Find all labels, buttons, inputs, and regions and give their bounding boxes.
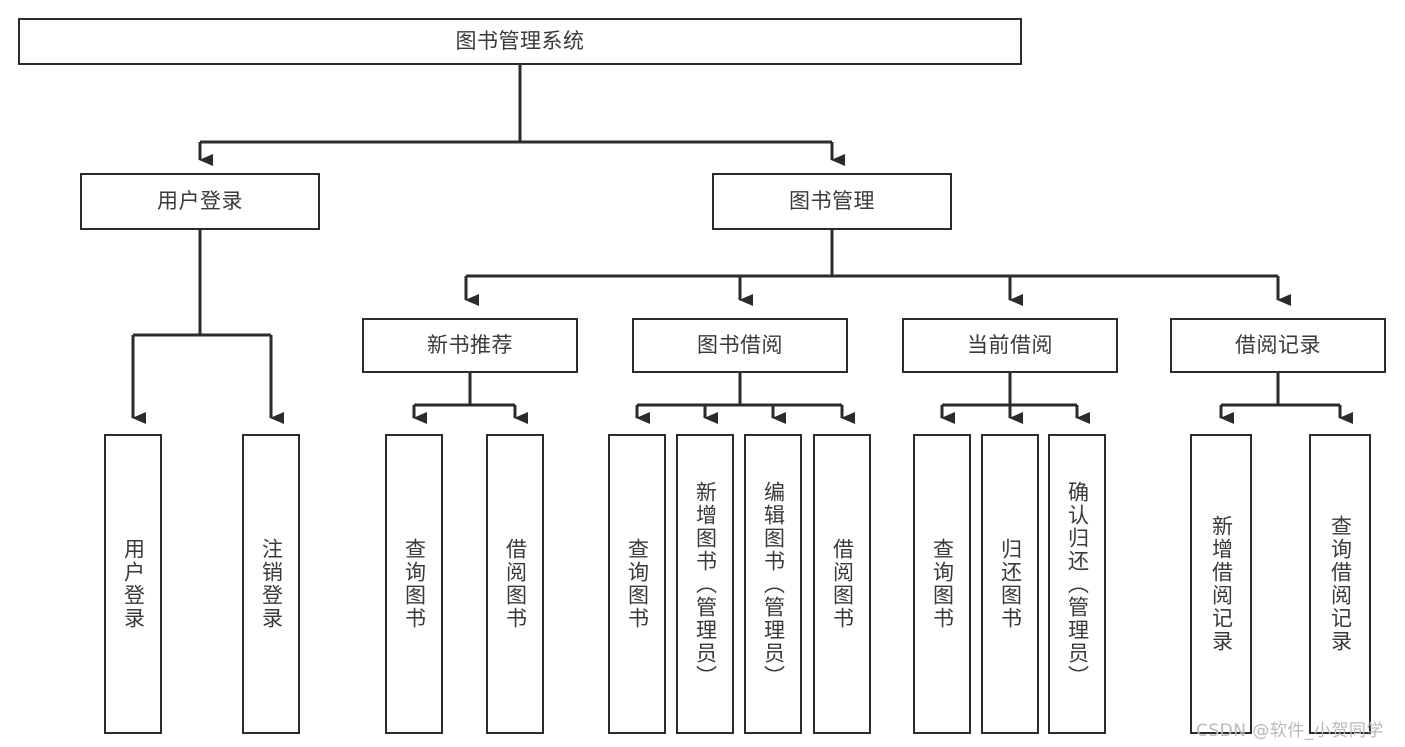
node-book-borrow[interactable]: 图书借阅 — [632, 318, 848, 373]
node-label: 查询借阅记录 — [1328, 515, 1353, 653]
leaf-return-book[interactable]: 归还图书 — [981, 434, 1039, 734]
leaf-query-book-current[interactable]: 查询图书 — [913, 434, 971, 734]
node-label: 新增图书（管理员） — [693, 480, 718, 688]
node-current-borrow[interactable]: 当前借阅 — [902, 318, 1118, 373]
leaf-user-logout[interactable]: 注销登录 — [242, 434, 300, 734]
node-borrow-record[interactable]: 借阅记录 — [1170, 318, 1386, 373]
node-label: 当前借阅 — [967, 333, 1053, 358]
node-label: 确认归还（管理员） — [1065, 480, 1090, 688]
node-label: 新增借阅记录 — [1209, 515, 1234, 653]
node-label: 用户登录 — [121, 538, 146, 630]
node-label: 借阅图书 — [830, 538, 855, 630]
node-label: 归还图书 — [998, 538, 1023, 630]
node-label: 用户登录 — [157, 189, 243, 214]
leaf-confirm-return-admin[interactable]: 确认归还（管理员） — [1048, 434, 1106, 734]
leaf-query-book[interactable]: 查询图书 — [608, 434, 666, 734]
node-book-management[interactable]: 图书管理 — [712, 173, 952, 230]
leaf-edit-book-admin[interactable]: 编辑图书（管理员） — [744, 434, 802, 734]
node-root-system[interactable]: 图书管理系统 — [18, 18, 1022, 65]
node-label: 图书管理 — [789, 189, 875, 214]
leaf-add-book-admin[interactable]: 新增图书（管理员） — [676, 434, 734, 734]
node-label: 查询图书 — [625, 538, 650, 630]
leaf-add-borrow-record[interactable]: 新增借阅记录 — [1190, 434, 1252, 734]
node-new-book-recommend[interactable]: 新书推荐 — [362, 318, 578, 373]
leaf-borrow-book-new[interactable]: 借阅图书 — [486, 434, 544, 734]
node-label: 图书借阅 — [697, 333, 783, 358]
node-label: 查询图书 — [930, 538, 955, 630]
node-label: 借阅图书 — [503, 538, 528, 630]
leaf-query-book-new[interactable]: 查询图书 — [385, 434, 443, 734]
leaf-borrow-book[interactable]: 借阅图书 — [813, 434, 871, 734]
leaf-query-borrow-record[interactable]: 查询借阅记录 — [1309, 434, 1371, 734]
node-label: 借阅记录 — [1235, 333, 1321, 358]
leaf-user-login[interactable]: 用户登录 — [104, 434, 162, 734]
node-label: 编辑图书（管理员） — [761, 480, 786, 688]
csdn-watermark: CSDN @软件_小贺同学 — [1196, 721, 1384, 741]
node-label: 查询图书 — [402, 538, 427, 630]
node-label: 图书管理系统 — [455, 29, 585, 54]
node-label: 注销登录 — [259, 538, 284, 630]
node-user-login[interactable]: 用户登录 — [80, 173, 320, 230]
node-label: 新书推荐 — [427, 333, 513, 358]
